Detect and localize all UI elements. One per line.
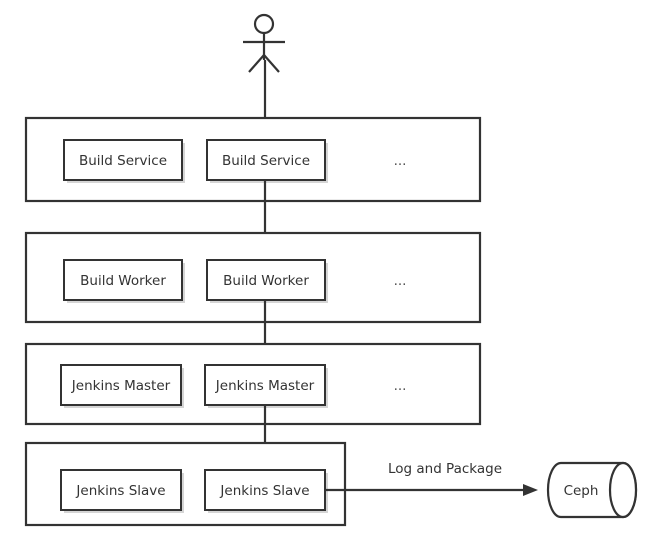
build-worker-tier: Build Worker Build Worker ... [24,231,482,324]
jenkins-master-node-2-label: Jenkins Master [215,378,315,394]
ceph-store-label: Ceph [564,483,599,499]
jenkins-master-node-2[interactable]: Jenkins Master [204,364,328,408]
ceph-store[interactable]: Ceph [546,461,638,519]
build-service-node-1-label: Build Service [79,153,167,169]
ceph-cylinder-cap [608,461,638,519]
build-worker-node-2[interactable]: Build Worker [206,259,328,303]
build-worker-node-1[interactable]: Build Worker [63,259,185,303]
build-service-node-2-label: Build Service [222,153,310,169]
jenkins-master-tier-ellipsis: ... [394,378,407,394]
build-service-tier: Build Service Build Service ... [24,116,482,203]
log-and-package-edge: Log and Package [325,461,538,496]
log-and-package-edge-label: Log and Package [388,461,502,477]
jenkins-slave-node-1[interactable]: Jenkins Slave [60,469,184,513]
arrow-head-icon [523,484,538,496]
jenkins-master-tier: Jenkins Master Jenkins Master ... [24,342,482,426]
user-actor [243,13,285,73]
build-worker-node-2-label: Build Worker [223,273,309,289]
actor-leg-right [263,54,280,73]
jenkins-slave-node-1-label: Jenkins Slave [75,483,165,499]
jenkins-slave-tier: Jenkins Slave Jenkins Slave [24,441,347,527]
build-worker-tier-ellipsis: ... [394,273,407,289]
build-service-tier-ellipsis: ... [394,153,407,169]
actor-leg-left [248,54,265,73]
build-worker-node-1-label: Build Worker [80,273,166,289]
build-service-node-1[interactable]: Build Service [63,139,185,183]
build-service-node-2[interactable]: Build Service [206,139,328,183]
jenkins-master-node-1-label: Jenkins Master [71,378,171,394]
jenkins-slave-node-2[interactable]: Jenkins Slave [204,469,328,513]
actor-head-icon [253,13,275,35]
jenkins-master-node-1[interactable]: Jenkins Master [60,364,184,408]
jenkins-slave-node-2-label: Jenkins Slave [219,483,309,499]
